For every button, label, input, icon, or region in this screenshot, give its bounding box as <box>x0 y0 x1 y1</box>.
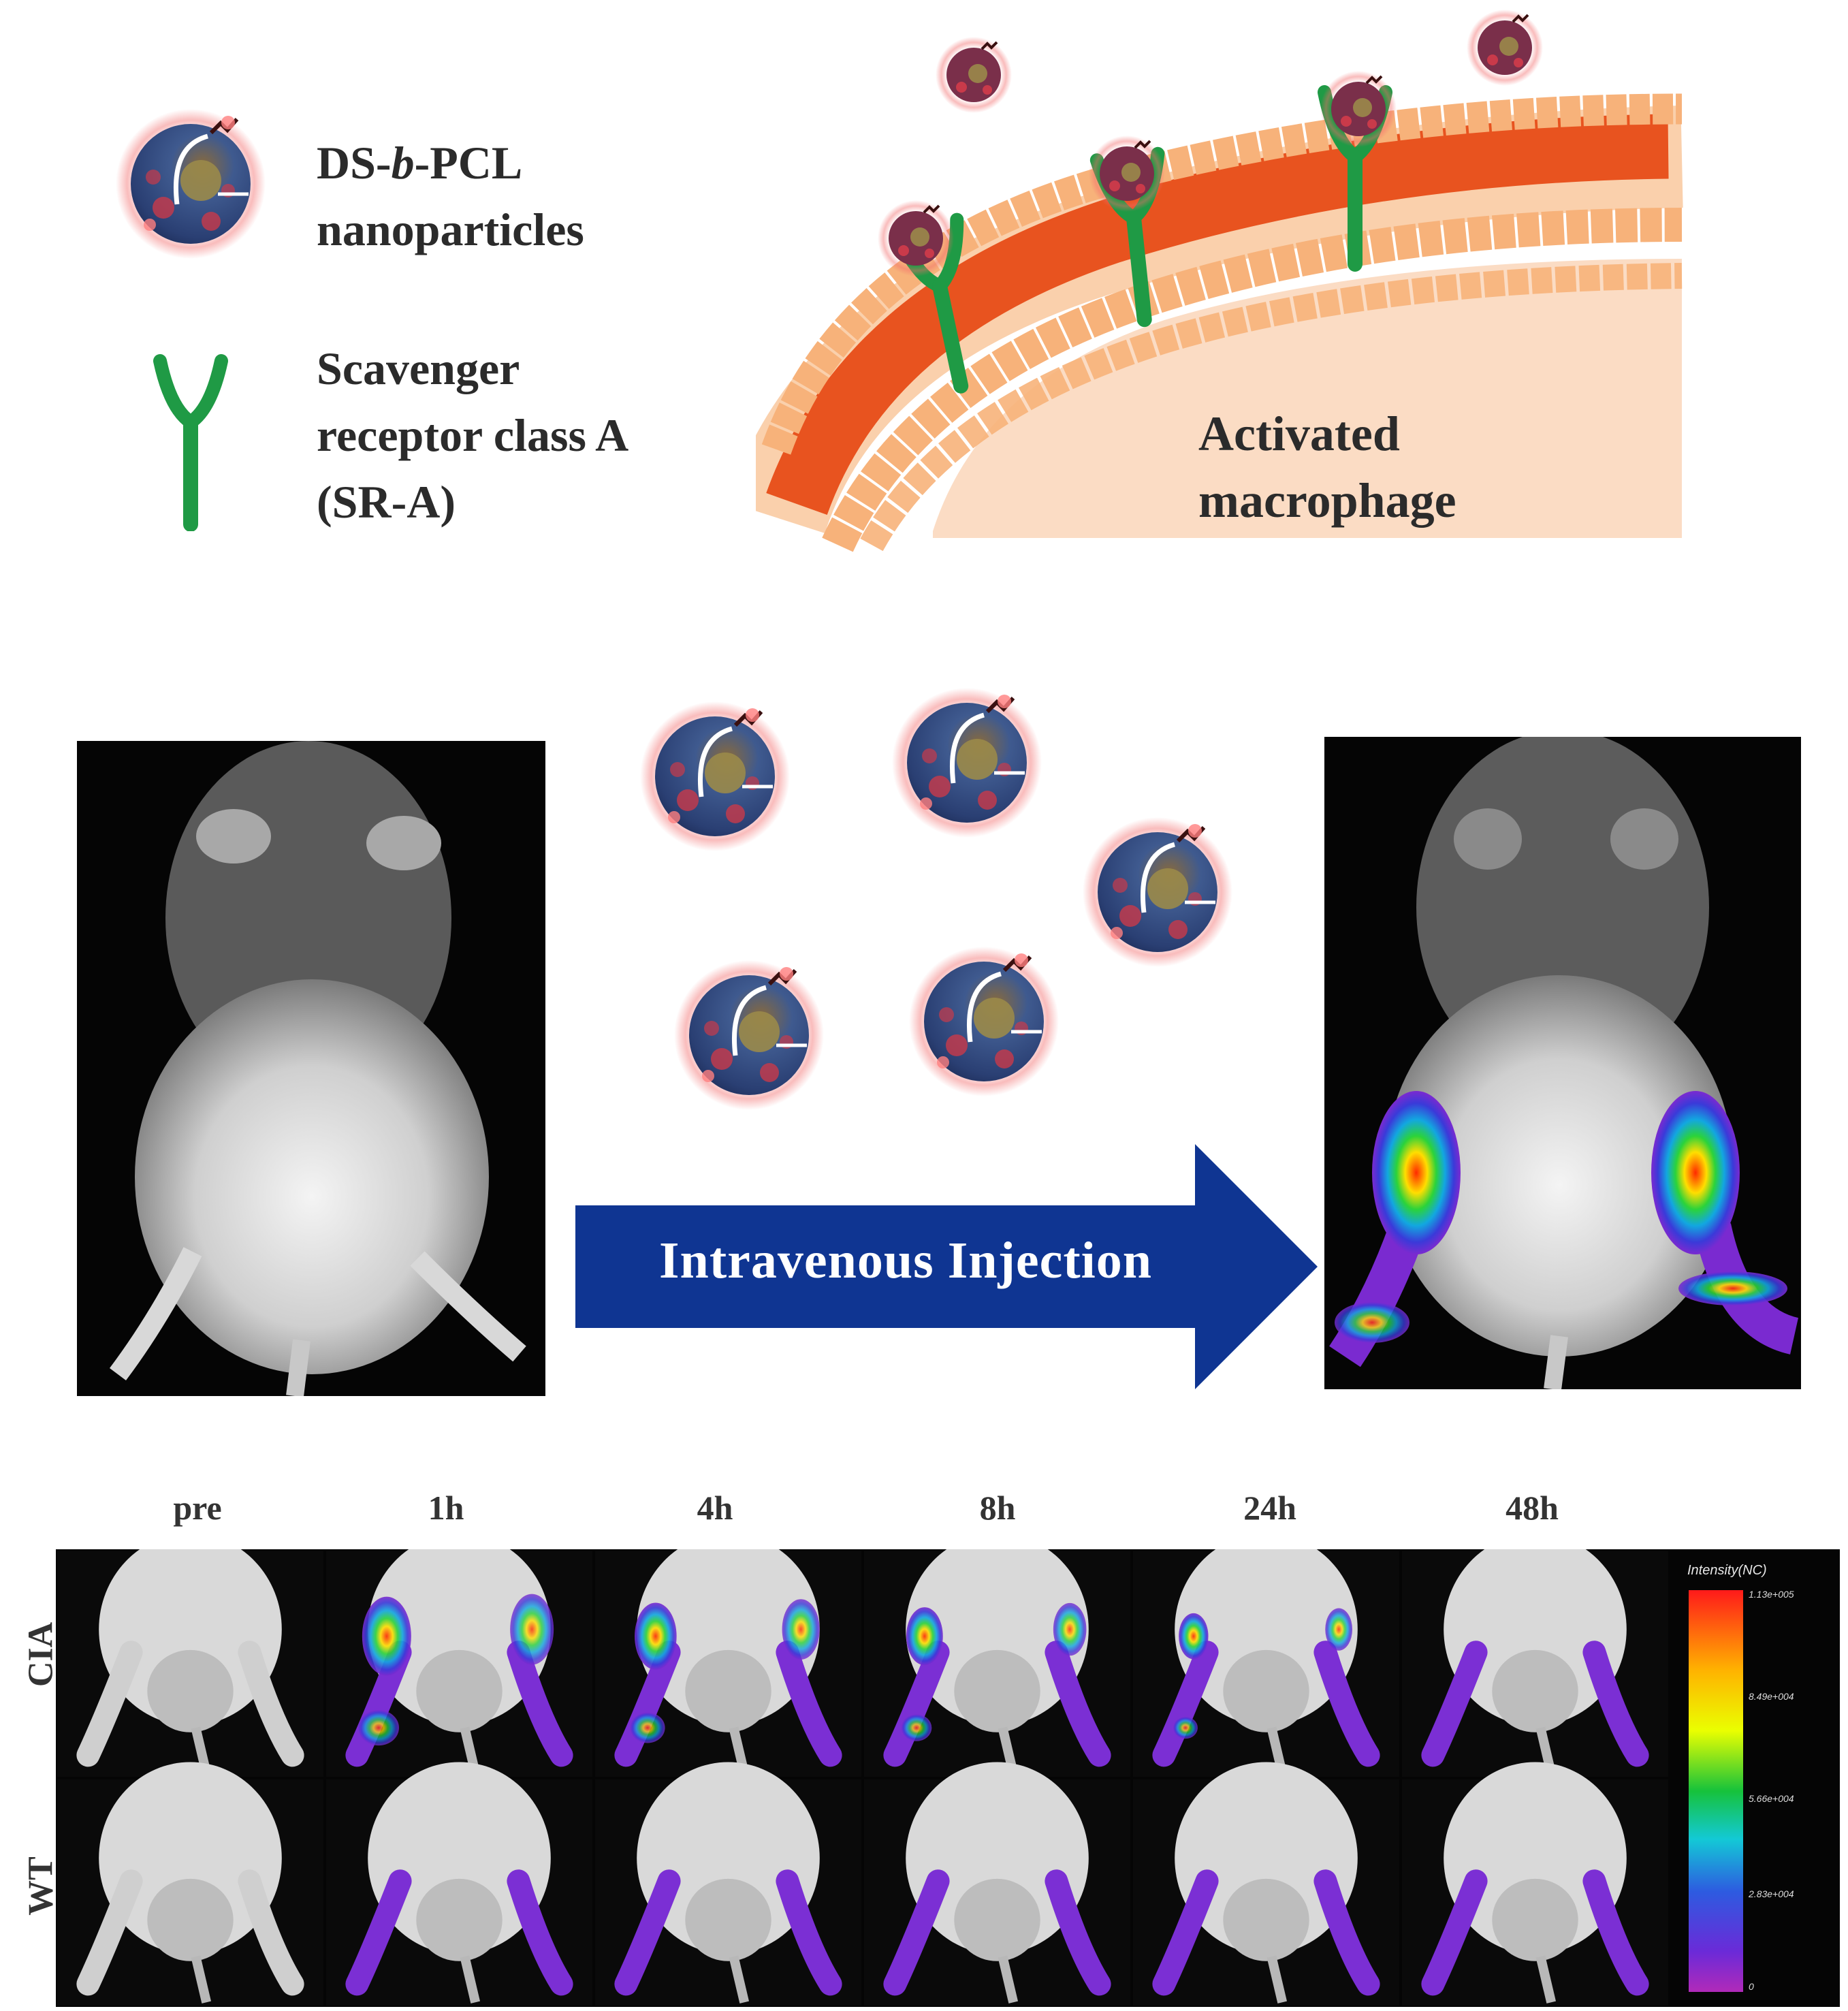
imaging-cell <box>1402 1762 1668 2006</box>
colorbar-tick: 0 <box>1749 1981 1754 1992</box>
timepoint-label: 48h <box>1506 1489 1559 1527</box>
injection-arrow <box>575 1144 1318 1389</box>
imaging-cell <box>1402 1549 1668 1777</box>
imaging-cell <box>1133 1549 1399 1777</box>
intensity-colorbar: Intensity(NC) 1.13e+005 8.49e+004 5.66e+… <box>1682 1563 1832 1999</box>
imaging-cell <box>864 1549 1130 1777</box>
mouse-before-image <box>77 741 545 1396</box>
injected-nanoparticles <box>613 681 1266 1130</box>
row-label-wt: WT <box>21 1856 61 1916</box>
timepoint-label: 4h <box>697 1489 733 1527</box>
injection-arrow-label: Intravenous Injection <box>658 1232 1153 1289</box>
imaging-cell <box>57 1549 323 1777</box>
timepoint-label: 1h <box>428 1489 464 1527</box>
imaging-cell <box>595 1762 861 2006</box>
imaging-cell <box>864 1762 1130 2006</box>
imaging-cell <box>57 1762 323 2006</box>
macrophage-membrane-illustration <box>756 8 1683 552</box>
nanoparticle-legend-icon <box>102 95 279 272</box>
row-label-cia: CIA <box>21 1621 61 1688</box>
colorbar-tick: 1.13e+005 <box>1749 1589 1794 1600</box>
timepoint-label: pre <box>173 1489 222 1527</box>
mouse-after-image <box>1324 737 1801 1389</box>
colorbar-tick: 2.83e+004 <box>1749 1888 1794 1899</box>
timepoint-label: 8h <box>979 1489 1016 1527</box>
receptor-legend-icon <box>136 354 245 531</box>
nanoparticle-legend-label: DS-b-PCL nanoparticles <box>317 137 584 255</box>
colorbar-tick: 5.66e+004 <box>1749 1793 1794 1804</box>
imaging-grid <box>56 1549 1840 2007</box>
imaging-cell <box>326 1549 592 1777</box>
receptor-legend-label: Scavenger receptor class A (SR-A) <box>317 343 629 528</box>
imaging-cell <box>326 1762 592 2006</box>
colorbar-tick: 8.49e+004 <box>1749 1691 1794 1702</box>
timepoint-label: 24h <box>1243 1489 1296 1527</box>
imaging-cell <box>1133 1762 1399 2006</box>
macrophage-label: Activated macrophage <box>1198 407 1456 528</box>
colorbar-title: Intensity(NC) <box>1687 1563 1767 1578</box>
imaging-cell <box>595 1549 861 1777</box>
